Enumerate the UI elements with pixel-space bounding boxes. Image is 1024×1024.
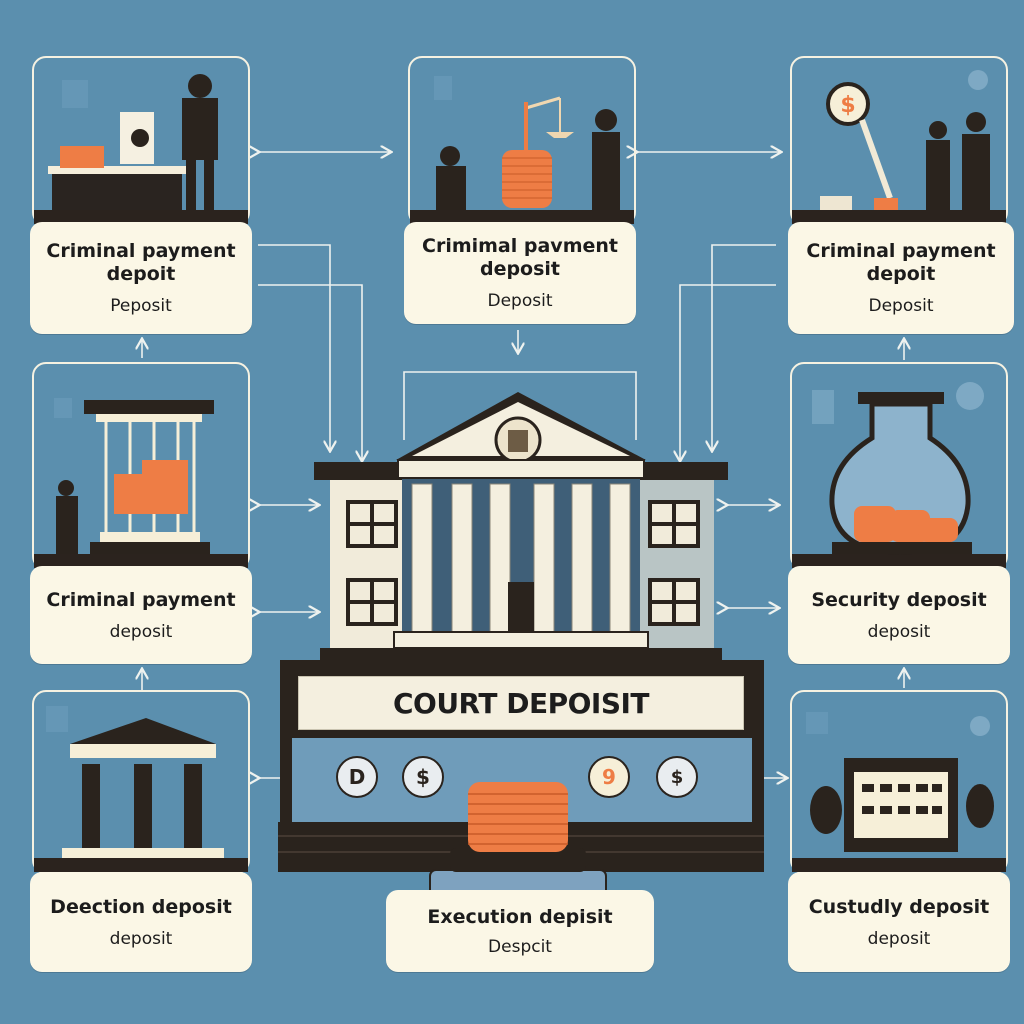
coin-stack-pedestal-icon — [429, 782, 607, 899]
pillars-illustration — [34, 706, 248, 872]
number-glyph: 9 — [602, 765, 616, 789]
node-title: Criminal payment depoit — [806, 240, 996, 285]
panel-top-center — [408, 56, 636, 226]
node-title: Custudly deposit — [808, 895, 990, 918]
panel-middle-left — [32, 362, 250, 570]
number-coin-icon: 9 — [588, 756, 630, 798]
panel-bottom-left — [32, 690, 250, 874]
node-card-bottom-right: Custudly deposit deposit — [788, 872, 1010, 972]
node-title: Criminal payment depoit — [46, 240, 236, 285]
coin-d-icon: D — [336, 756, 378, 798]
node-card-middle-left: Criminal payment deposit — [30, 566, 252, 664]
node-title: Criminal payment — [46, 588, 236, 611]
node-subtitle: Deposit — [487, 291, 553, 311]
node-card-bottom-left: Deection deposit deposit — [30, 872, 252, 972]
node-title: Crimimal pavment deposit — [422, 235, 618, 280]
node-card-middle-right: Security deposit deposit — [788, 566, 1010, 664]
node-subtitle: Peposit — [110, 296, 172, 316]
node-subtitle: deposit — [867, 928, 931, 949]
dollar-glyph: $ — [416, 765, 430, 789]
node-card-bottom-center: Execution depisit Despcit — [386, 890, 654, 972]
dollar-coin-icon: $ — [402, 756, 444, 798]
node-card-top-right: Criminal payment depoit Deposit — [788, 222, 1014, 334]
node-title: Execution depisit — [427, 905, 613, 928]
node-subtitle: deposit — [109, 621, 173, 642]
panel-bottom-right — [790, 690, 1008, 874]
dollar-seal-icon: $ — [656, 756, 698, 798]
panel-middle-right — [790, 362, 1008, 570]
node-title: Security deposit — [811, 588, 987, 611]
coin-jar-illustration — [792, 382, 1006, 568]
magnifier-inspection-illustration: $ — [792, 70, 1006, 224]
node-subtitle: Despcit — [488, 936, 552, 957]
center-title-band: COURT DEPOISIT — [298, 676, 744, 730]
judge-desk-illustration — [34, 74, 248, 224]
node-card-top-left: Criminal payment depoit Peposit — [30, 222, 252, 334]
node-subtitle: deposit — [867, 621, 931, 642]
node-card-top-center: Crimimal pavment deposit Deposit — [404, 222, 636, 324]
panel-top-right: $ — [790, 56, 1008, 226]
scales-coins-illustration — [410, 76, 634, 224]
coin-d-glyph: D — [348, 765, 366, 789]
coin-cage-illustration — [34, 398, 248, 568]
node-subtitle: Deposit — [868, 296, 934, 316]
calendar-board-illustration — [792, 712, 1006, 872]
node-title: Deection deposit — [50, 895, 232, 918]
node-subtitle: deposit — [109, 928, 173, 949]
dollar-seal-glyph: $ — [670, 766, 684, 788]
panel-top-left — [32, 56, 250, 226]
svg-text:$: $ — [840, 93, 855, 118]
